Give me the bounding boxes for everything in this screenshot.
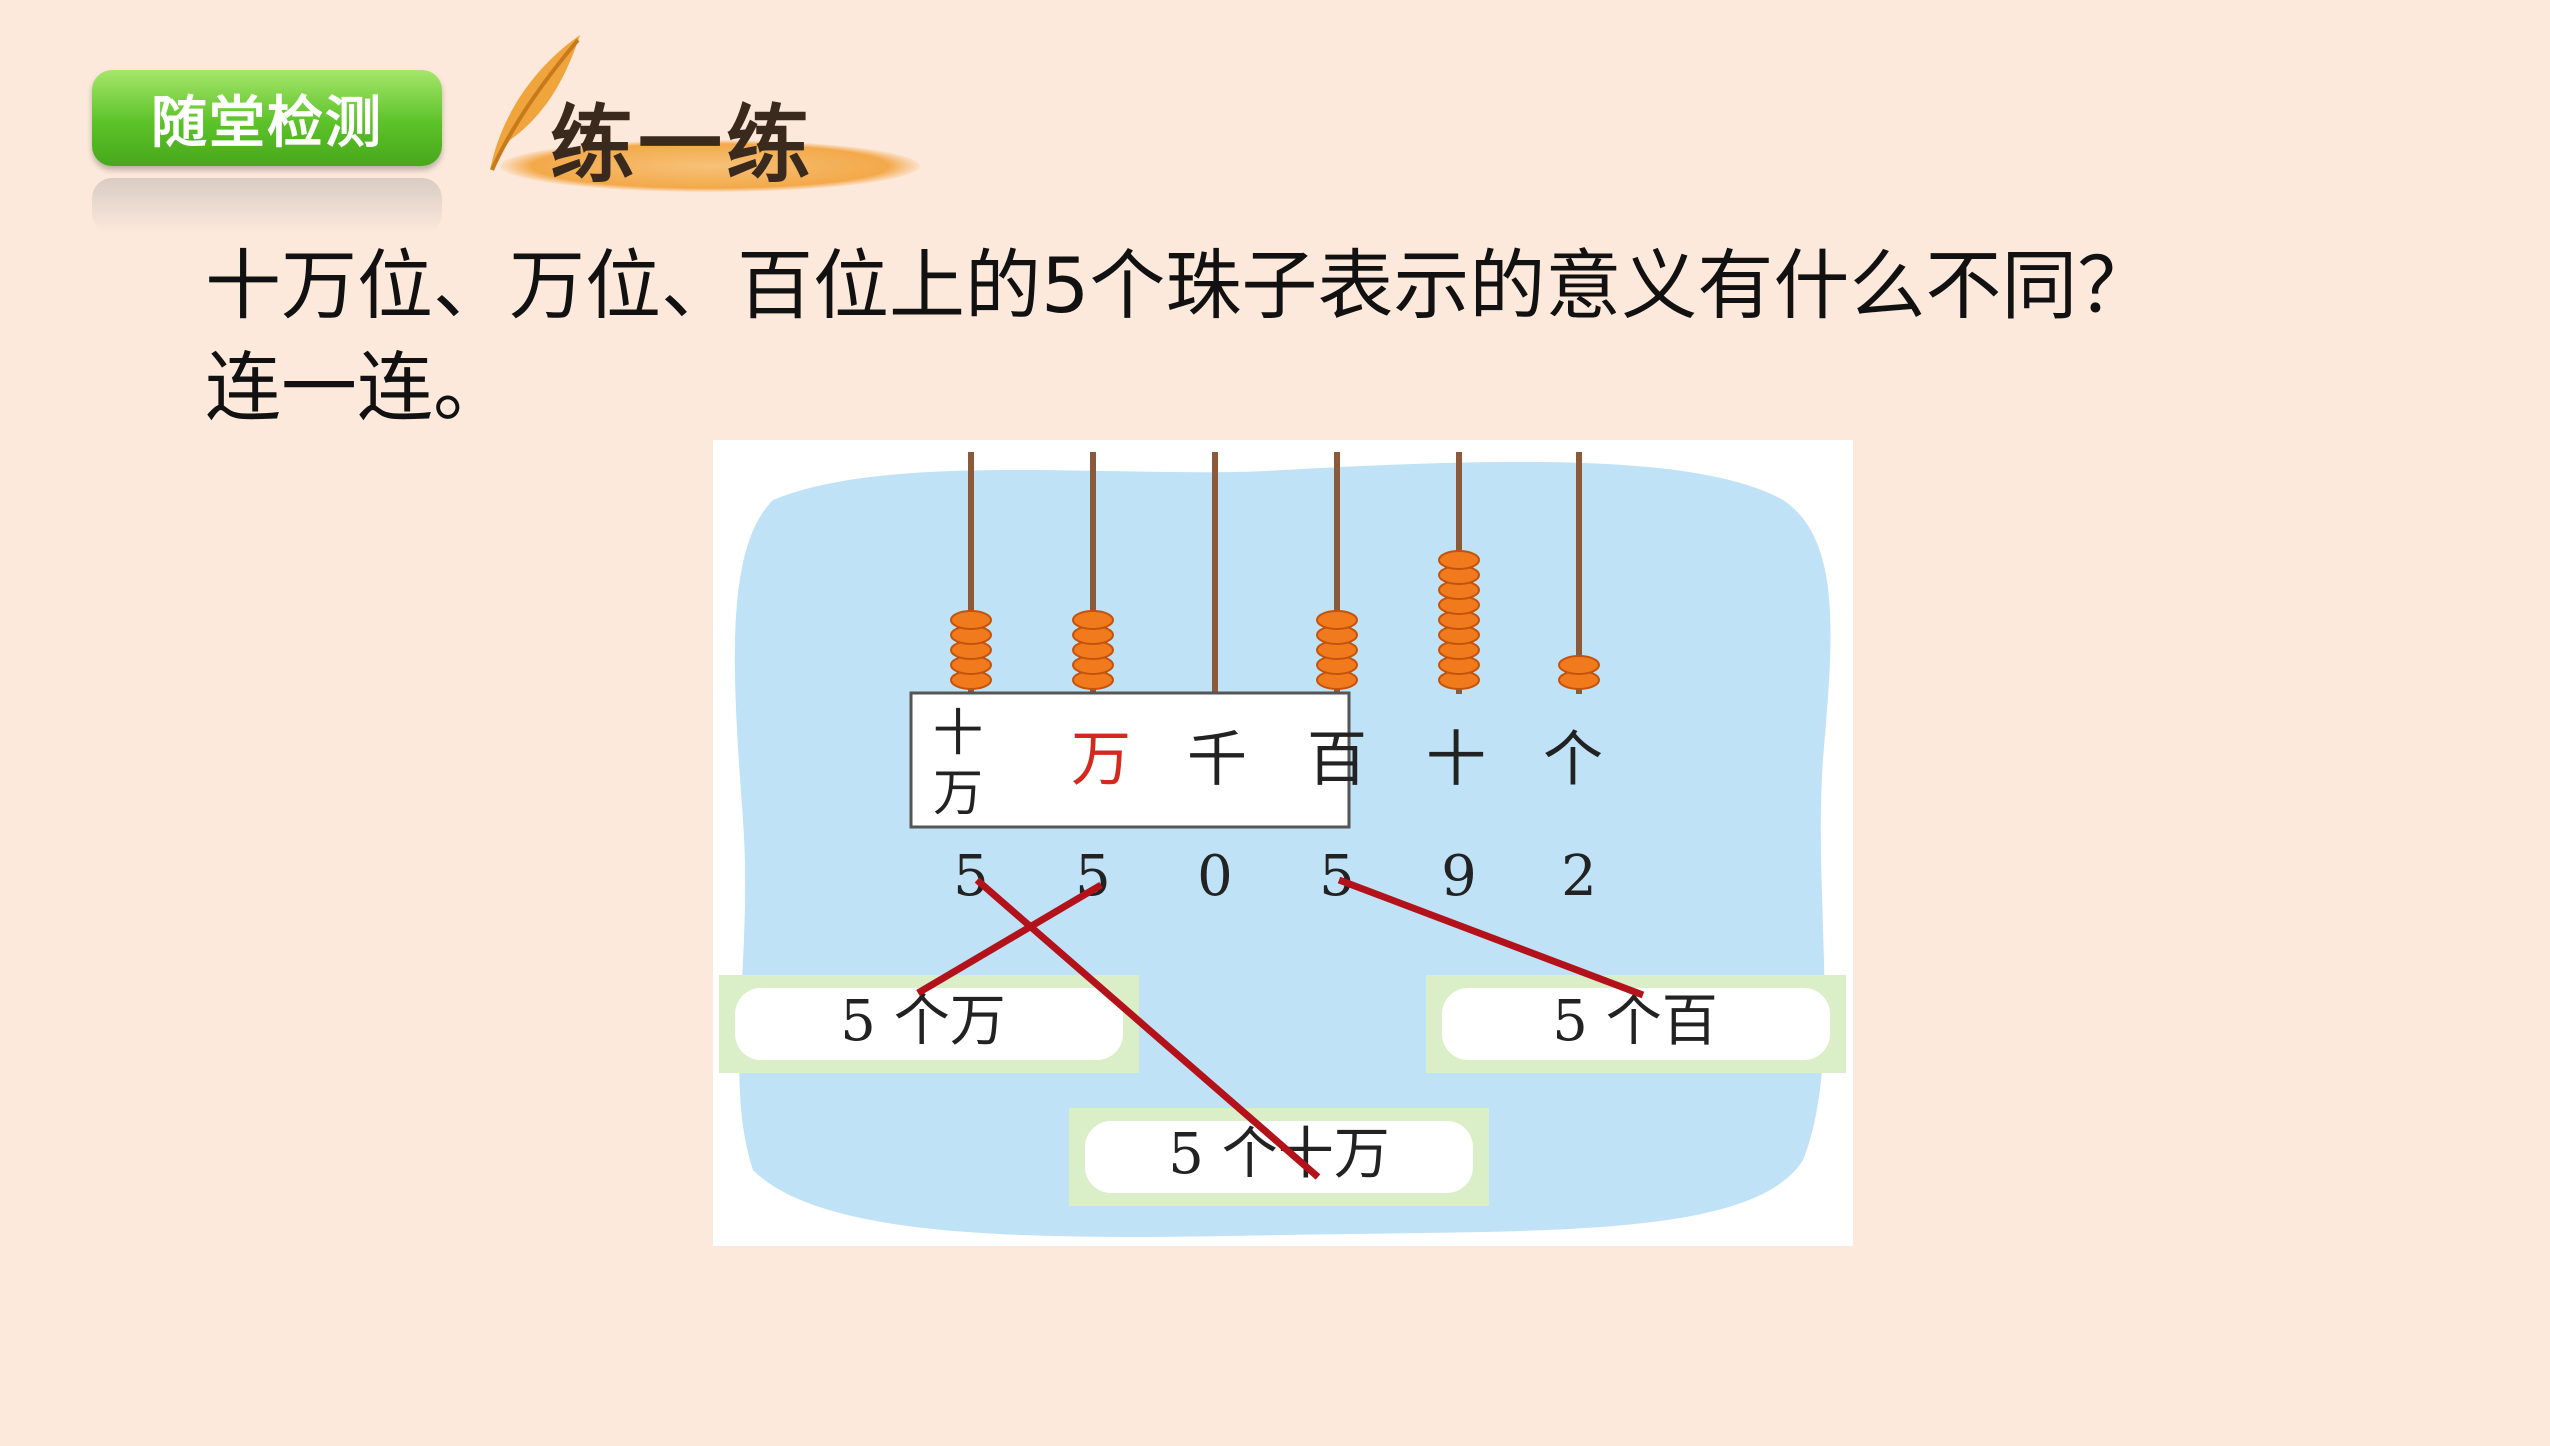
abacus-digit: 0 xyxy=(1197,844,1233,909)
connection-line-shiwan xyxy=(974,877,1321,1180)
place-label-ge: 个 xyxy=(1543,725,1603,795)
abacus-digit: 2 xyxy=(1561,844,1597,909)
place-label-qian: 千 xyxy=(1187,725,1247,795)
option-label-wan: 5 个万 xyxy=(840,989,1005,1054)
question-line-1: 十万位、万位、百位上的5个珠子表示的意义有什么不同？ xyxy=(205,241,2154,330)
option-box-shiwan[interactable] xyxy=(1085,1121,1473,1193)
abacus-bead xyxy=(950,610,992,630)
abacus-digit: 9 xyxy=(1441,844,1477,909)
page-title: 练一练 xyxy=(550,96,815,194)
abacus-rod xyxy=(968,452,974,694)
place-frame xyxy=(909,691,1351,829)
abacus-digit: 5 xyxy=(1319,844,1355,909)
badge-label: 随堂检测 xyxy=(151,90,383,156)
badge-reflection xyxy=(92,178,442,234)
section-badge: 随堂检测 xyxy=(92,70,442,166)
abacus-rod xyxy=(1212,452,1218,694)
place-label-shiwan-top: 十 xyxy=(933,704,983,762)
abacus-bead xyxy=(1316,610,1358,630)
abacus-rod xyxy=(1090,452,1096,694)
place-label-shiwan-bottom: 万 xyxy=(933,764,983,822)
abacus-rod xyxy=(1576,452,1582,694)
abacus-digit: 5 xyxy=(953,844,989,909)
option-label-shiwan: 5 个十万 xyxy=(1168,1122,1389,1187)
connection-line-wan xyxy=(916,881,1103,997)
place-label-shi: 十 xyxy=(1426,725,1486,795)
question-text: 十万位、万位、百位上的5个珠子表示的意义有什么不同？ 连一连。 xyxy=(205,235,2405,439)
option-box-wan[interactable] xyxy=(735,988,1123,1060)
feather-icon xyxy=(490,35,580,171)
abacus-bead xyxy=(1438,550,1480,570)
place-label-wan: 万 xyxy=(1071,725,1131,795)
option-box-bai[interactable] xyxy=(1442,988,1830,1060)
abacus-bead xyxy=(1558,655,1600,675)
place-label-bai: 百 xyxy=(1307,725,1367,795)
connection-line-bai xyxy=(1337,876,1645,999)
abacus-bead xyxy=(1072,610,1114,630)
option-label-bai: 5 个百 xyxy=(1552,989,1717,1054)
title-swoosh xyxy=(500,140,920,192)
title-banner: 练一练 xyxy=(470,30,930,200)
question-line-2: 连一连。 xyxy=(205,343,509,432)
abacus-rod xyxy=(1334,452,1340,694)
